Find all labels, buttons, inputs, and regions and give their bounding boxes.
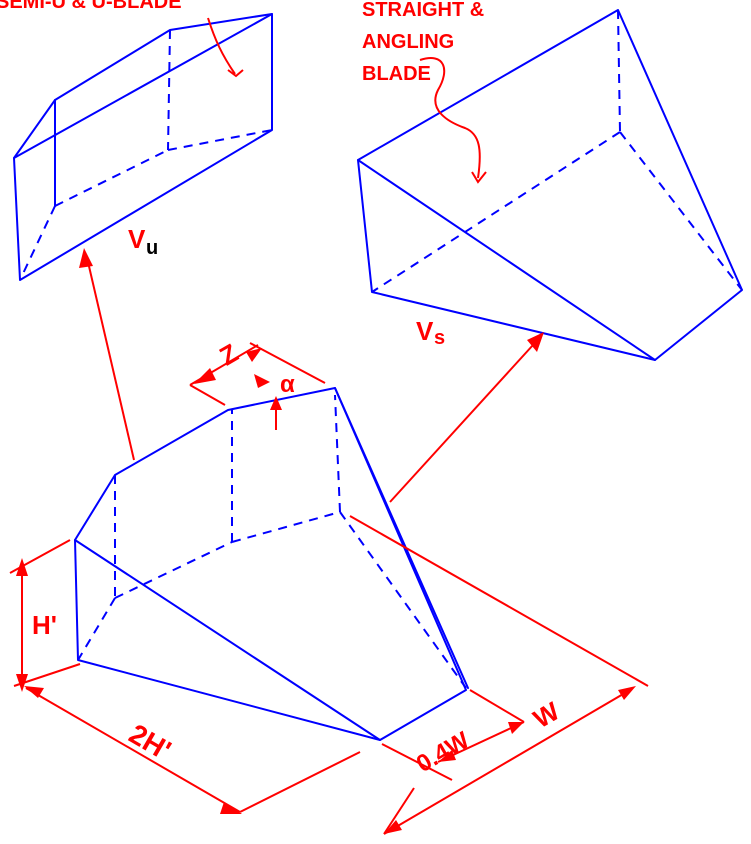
semi-u-pointer-line: [207, 17, 236, 75]
vs-label-main: V: [416, 316, 434, 346]
semi-u-blade-volume-box: [13, 13, 273, 281]
arrow-to-vs: [389, 332, 544, 503]
two-h-dimension: [13, 663, 361, 814]
alpha-label: α: [280, 371, 295, 398]
vu-label-sub: u: [146, 237, 158, 259]
straight-blade-label-line1: STRAIGHT &: [362, 0, 484, 21]
straight-blade-label-line2: ANGLING: [362, 31, 454, 53]
z-dimension: [189, 342, 326, 406]
arrow-to-vu: [79, 248, 135, 461]
w-label: W: [528, 696, 565, 734]
z-label: Z: [214, 337, 243, 371]
h-label: H': [32, 610, 57, 640]
straight-blade-pointer-line: [419, 57, 481, 179]
alpha-angle-marker: [270, 396, 282, 430]
straight-blade-volume-wedge: [357, 9, 743, 361]
straight-blade-pointer-hook: [471, 171, 487, 184]
w-dimension: [349, 515, 649, 835]
main-blade-volume-solid: [74, 387, 469, 741]
semi-u-pointer-hook: [227, 69, 244, 78]
point-four-w-label: 0.4W: [412, 727, 474, 779]
vs-label: V s: [416, 316, 445, 349]
straight-blade-label-line3: BLADE: [362, 63, 431, 85]
vs-label-sub: s: [434, 327, 445, 349]
vu-label-main: V: [128, 224, 146, 254]
two-h-label: 2H': [124, 718, 176, 766]
semi-u-blade-label: SEMI-U & U-BLADE: [0, 0, 182, 13]
vu-label: V u: [128, 224, 158, 259]
